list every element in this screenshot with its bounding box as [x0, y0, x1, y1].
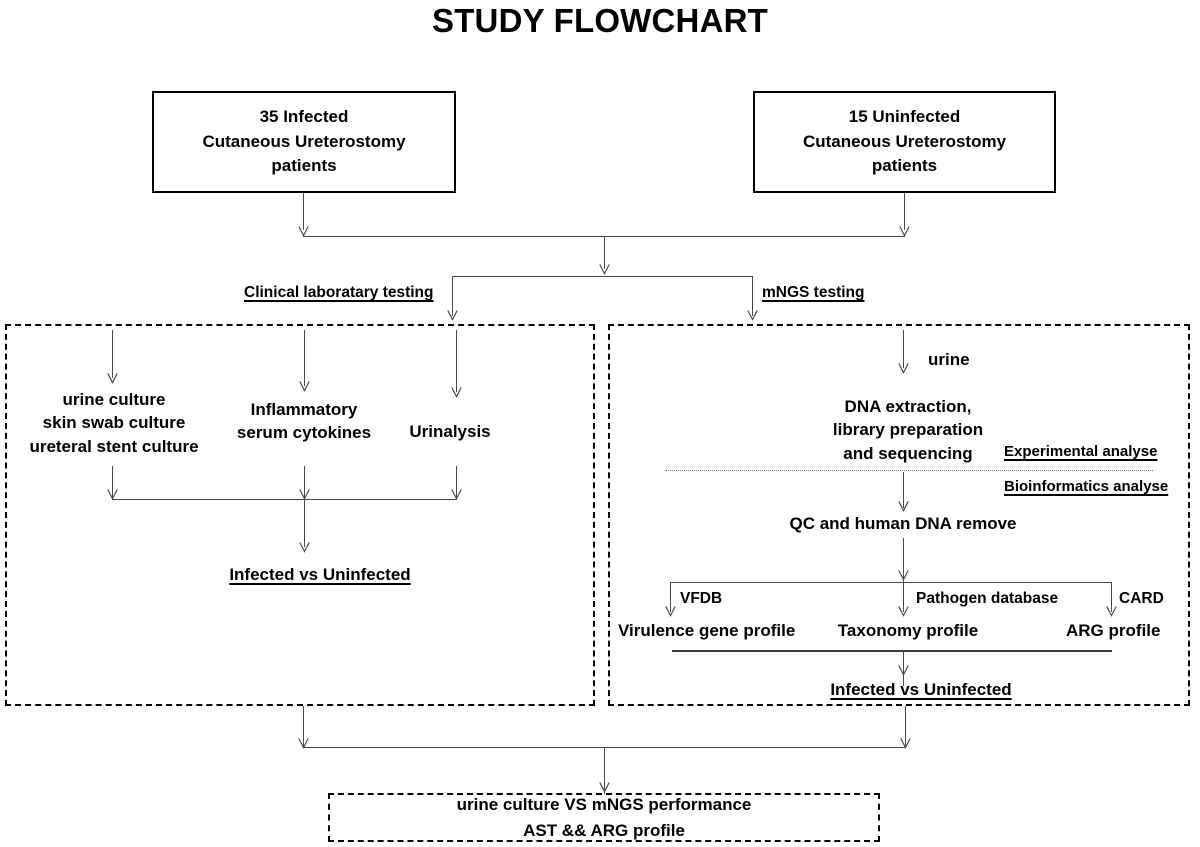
profile-label-taxonomy: Taxonomy profile: [837, 621, 979, 640]
final-outcome-box: urine culture VS mNGS performance AST &&…: [328, 793, 880, 842]
arrowhead-merge-down: [599, 264, 610, 275]
wetlab-line3: and sequencing: [843, 443, 973, 463]
arrowhead-card-down: [1106, 606, 1117, 617]
connector-mngs-down: [752, 276, 754, 316]
mngs-comparison-label: Infected vs Uninfected: [830, 680, 1012, 699]
connector-vfdb-down: [670, 582, 672, 612]
cohort-box-uninfected: 15 Uninfected Cutaneous Ureterostomy pat…: [753, 91, 1056, 193]
connector-clinical-result-down: [304, 499, 306, 547]
final-outcome-line1: urine culture VS mNGS performance: [456, 795, 752, 814]
arrowhead-mngs-result: [898, 665, 909, 676]
connector-to-urinalysis: [456, 330, 458, 392]
profile-label-virulence: Virulence gene profile: [618, 621, 796, 640]
connector-cultures-down: [112, 466, 114, 499]
page-title: STUDY FLOWCHART: [431, 2, 769, 39]
connector-clinical-down: [452, 276, 454, 316]
panel-mngs-testing: [608, 324, 1190, 706]
database-label-pathogen: Pathogen database: [916, 590, 1059, 607]
arrowhead-cytokines-down: [299, 489, 310, 500]
connector-merge-down: [604, 236, 606, 269]
connector-panel-mngs-down: [905, 706, 907, 748]
database-label-card: CARD: [1119, 590, 1164, 607]
connector-card-down: [1111, 582, 1113, 612]
arrowhead-infected-down: [298, 226, 309, 237]
arrowhead-urinalysis-down: [451, 489, 462, 500]
connector-to-cultures: [112, 330, 114, 378]
test-cultures-line2: skin swab culture: [42, 413, 186, 433]
split-bar-testing: [452, 276, 753, 278]
final-outcome-line2: AST && ARG profile: [523, 820, 685, 840]
arrowhead-cultures-down: [107, 489, 118, 500]
arrowhead-qc-down: [898, 570, 909, 581]
connector-infected-down: [303, 193, 305, 230]
test-label-urinalysis: Urinalysis: [380, 420, 520, 443]
connector-final-down: [604, 747, 606, 794]
sample-label-urine: urine: [928, 350, 970, 369]
cohort-uninfected-line3: patients: [871, 156, 938, 176]
phase-divider: [665, 470, 1153, 471]
connector-panel-clinical-down: [303, 706, 305, 748]
test-label-cytokines: Inflammatory serum cytokines: [219, 398, 389, 445]
qc-step-label: QC and human DNA remove: [789, 514, 1017, 533]
wetlab-line2: library preparation: [832, 420, 984, 440]
panel-clinical-laboratory: [5, 324, 595, 706]
clinical-comparison-label: Infected vs Uninfected: [229, 565, 411, 584]
wetlab-steps: DNA extraction, library preparation and …: [778, 395, 1038, 465]
cohort-uninfected-line2: Cutaneous Ureterostomy: [802, 131, 1007, 151]
connector-pathogen-down: [903, 582, 905, 612]
test-cultures-line3: ureteral stent culture: [29, 436, 199, 456]
cohort-box-infected: 35 Infected Cutaneous Ureterostomy patie…: [152, 91, 456, 193]
phase-tag-bioinformatics: Bioinformatics analyse: [1004, 478, 1169, 495]
cohort-infected-line3: patients: [271, 156, 337, 176]
arrowhead-to-cytokines: [299, 381, 310, 392]
arrowhead-mngs-down: [747, 310, 758, 321]
branch-label-clinical: Clinical laboratary testing: [244, 284, 434, 301]
arrowhead-to-qc: [898, 501, 909, 512]
arrowhead-final-down: [599, 782, 610, 793]
branch-label-mngs: mNGS testing: [762, 284, 865, 301]
profile-label-arg: ARG profile: [1066, 621, 1161, 640]
test-cultures-line1: urine culture: [62, 390, 166, 409]
test-cytokines-line2: serum cytokines: [236, 423, 372, 443]
arrowhead-clinical-down: [447, 310, 458, 321]
database-label-vfdb: VFDB: [680, 590, 723, 607]
connector-mngs-result-down: [903, 650, 905, 686]
connector-to-qc: [903, 472, 905, 508]
split-bar-databases: [670, 582, 1111, 584]
test-urinalysis-line1: Urinalysis: [409, 422, 491, 441]
wetlab-line1: DNA extraction,: [844, 397, 972, 416]
merge-bar-clinical: [112, 499, 457, 501]
phase-tag-experimental: Experimental analyse: [1004, 443, 1158, 460]
cohort-infected-line1: 35 Infected: [259, 107, 349, 127]
arrowhead-uninfected-down: [899, 226, 910, 237]
arrowhead-vfdb-down: [665, 606, 676, 617]
arrowhead-clinical-result: [299, 542, 310, 553]
connector-qc-down: [903, 538, 905, 584]
cohort-uninfected-line1: 15 Uninfected: [848, 107, 961, 127]
arrowhead-to-dna-extraction: [898, 363, 909, 374]
connector-urinalysis-down: [456, 466, 458, 499]
arrowhead-to-urinalysis: [451, 387, 462, 398]
cohort-infected-line2: Cutaneous Ureterostomy: [202, 131, 406, 151]
merge-bar-profiles: [672, 650, 1112, 652]
test-cytokines-line1: Inflammatory: [250, 400, 358, 419]
arrowhead-pathogen-down: [898, 606, 909, 617]
connector-uninfected-down: [904, 193, 906, 230]
test-label-cultures: urine culture skin swab culture ureteral…: [4, 388, 224, 458]
arrowhead-to-cultures: [107, 373, 118, 384]
connector-to-cytokines: [304, 330, 306, 386]
connector-cytokines-down: [304, 466, 306, 499]
connector-to-dna-extraction: [903, 330, 905, 368]
